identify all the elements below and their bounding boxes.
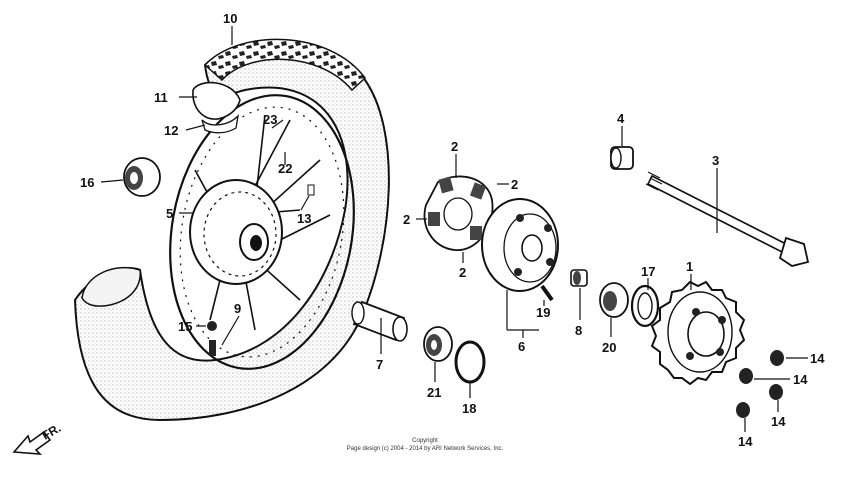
collar-4 [610, 146, 634, 170]
bearing-16 [123, 157, 161, 197]
callout-14-d: 14 [738, 434, 753, 449]
rim-band [201, 114, 239, 134]
damper-rubbers [423, 175, 494, 251]
hub-drum-face [203, 191, 277, 277]
tube-section [192, 81, 241, 120]
callout-14-b: 14 [793, 372, 808, 387]
front-arrow-icon [12, 430, 52, 455]
callout-14-a: 14 [810, 351, 825, 366]
callout-21: 21 [427, 385, 441, 400]
callout-23: 23 [263, 112, 277, 127]
callout-1: 1 [686, 259, 693, 274]
bearing-21 [423, 326, 453, 362]
rim-lock [307, 184, 315, 196]
tire-tread [203, 38, 367, 92]
page-design-credit: Page design (c) 2004 - 2014 by ARI Netwo… [346, 446, 504, 452]
valve-stem [209, 340, 216, 356]
callout-2-left: 2 [403, 212, 410, 227]
axle-3 [645, 171, 810, 267]
leader-lines [100, 26, 808, 432]
rim-inner [179, 106, 345, 358]
callout-22: 22 [278, 161, 292, 176]
hub-drum [189, 179, 283, 285]
wheel-assembly [73, 38, 390, 422]
callout-18: 18 [462, 401, 476, 416]
callout-11: 11 [154, 90, 168, 105]
valve-nut [207, 321, 217, 331]
rim-outer [169, 94, 355, 370]
o-ring-18 [454, 340, 486, 384]
driven-sprocket [650, 280, 746, 386]
callout-12: 12 [164, 123, 178, 138]
callout-7: 7 [376, 357, 383, 372]
callout-14-c: 14 [771, 414, 786, 429]
copyright-line: Copyright [412, 438, 438, 444]
callout-2-right: 2 [511, 177, 518, 192]
callout-numbers: 1 2 2 2 2 3 4 5 6 7 8 9 10 11 12 13 14 1… [80, 11, 825, 449]
callout-10: 10 [223, 11, 237, 26]
callout-13: 13 [297, 211, 311, 226]
collar-8 [570, 269, 588, 287]
oil-seal-17 [630, 284, 660, 328]
callout-16: 16 [80, 175, 94, 190]
tire-cutaway [81, 266, 141, 307]
bearing-20 [599, 282, 629, 318]
callout-6: 6 [518, 339, 525, 354]
callout-17: 17 [641, 264, 655, 279]
callout-5: 5 [166, 206, 173, 221]
callout-9: 9 [234, 301, 241, 316]
callout-20: 20 [602, 340, 616, 355]
collar-7 [351, 300, 408, 342]
hub-bore [250, 235, 262, 251]
callout-19: 19 [536, 305, 550, 320]
sprocket-nuts [736, 350, 784, 418]
callout-4: 4 [617, 111, 625, 126]
sprocket-flange [481, 198, 559, 302]
callout-2-top: 2 [451, 139, 458, 154]
callout-15: 15 [178, 319, 192, 334]
callout-2-bottom: 2 [459, 265, 466, 280]
callout-3: 3 [712, 153, 719, 168]
callout-8: 8 [575, 323, 582, 338]
